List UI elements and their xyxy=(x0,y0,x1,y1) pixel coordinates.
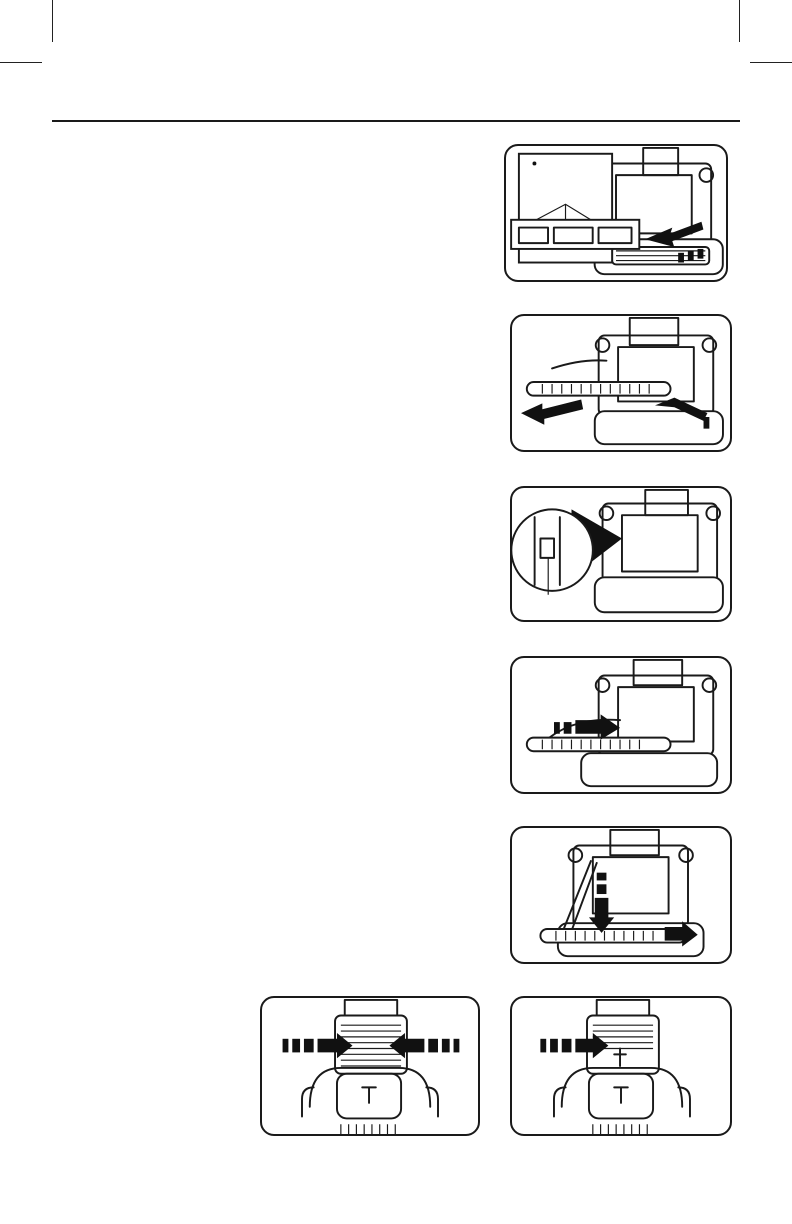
vacuum-underside-brushroll-out-illustration xyxy=(512,316,730,450)
vacuum-underside-brushroll-in-illustration xyxy=(512,828,730,962)
figure-filter-release-left xyxy=(510,996,732,1136)
vacuum-underside-belt-illustration xyxy=(512,658,730,792)
figure-belt-insertion xyxy=(510,656,732,794)
crop-mark xyxy=(739,0,740,42)
crop-mark xyxy=(750,62,792,63)
vacuum-filter-push-illustration xyxy=(512,998,730,1134)
figure-filter-release-both xyxy=(260,996,480,1136)
crop-mark xyxy=(0,62,42,63)
vacuum-underside-magnified-detail-illustration xyxy=(512,488,730,620)
figure-baseplate-removed xyxy=(504,144,728,282)
figure-brushroll-install xyxy=(510,826,732,964)
header-rule xyxy=(52,120,740,122)
vacuum-underside-baseplate-illustration xyxy=(506,146,726,280)
vacuum-filter-squeeze-illustration xyxy=(262,998,478,1134)
figure-belt-channel-detail xyxy=(510,486,732,622)
crop-mark xyxy=(52,0,53,42)
figure-brushroll-removal xyxy=(510,314,732,452)
